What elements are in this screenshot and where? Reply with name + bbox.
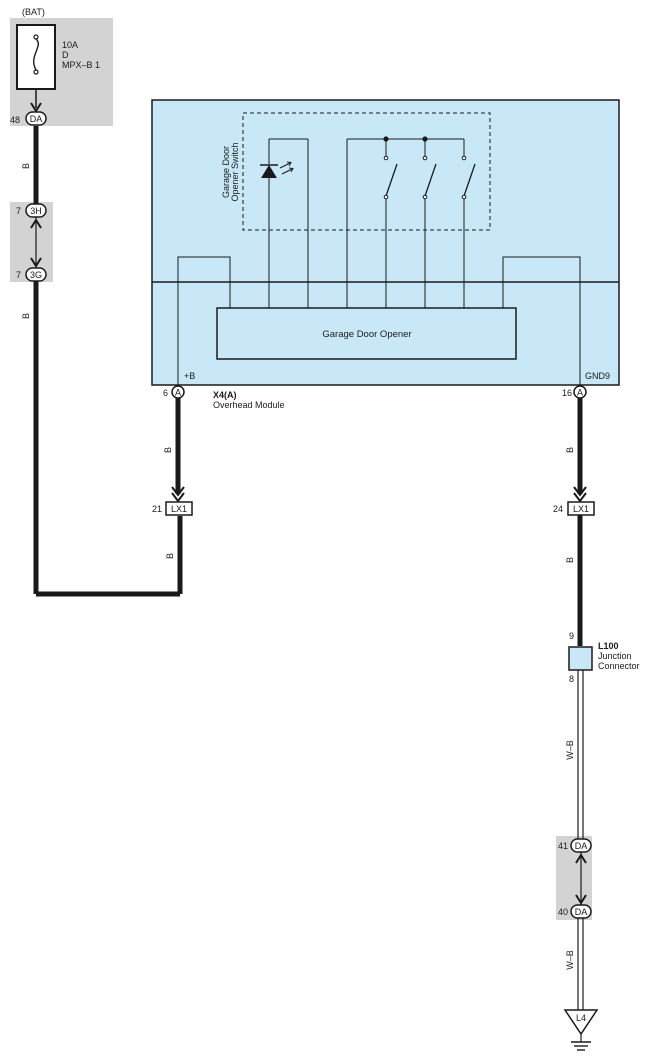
wire-wb-upper xyxy=(577,670,584,839)
battery-label: (BAT) xyxy=(22,7,45,17)
ground-id: L4 xyxy=(576,1013,586,1023)
switch-label-line2: Opener Switch xyxy=(230,142,240,201)
wire-color-wb-2: W–B xyxy=(565,950,575,970)
junction-name-line2: Connector xyxy=(598,661,640,671)
arrow-down-icon xyxy=(575,894,587,905)
ground-triangle xyxy=(563,1009,599,1036)
fuse-icon xyxy=(33,34,39,75)
connector-3g xyxy=(25,267,47,282)
switch-2-icon xyxy=(422,139,437,308)
arrow-down-icon xyxy=(573,492,587,503)
module-name: Overhead Module xyxy=(213,400,285,410)
arrow-down-icon xyxy=(30,257,42,268)
connector-code: DA xyxy=(575,907,588,917)
junction-name-line1: Junction xyxy=(598,651,632,661)
arrow-down-icon xyxy=(171,486,185,497)
internal-plus-b-line xyxy=(177,256,231,385)
connector-lx1-21 xyxy=(165,501,193,516)
pin-number: 24 xyxy=(553,504,563,514)
connector-code: DA xyxy=(575,841,588,851)
signal-plus-b: +B xyxy=(184,371,195,381)
wire-color-center-1: B xyxy=(163,447,173,453)
switch-label-line1: Garage Door xyxy=(221,146,231,198)
arrow-up-icon xyxy=(575,853,587,864)
junction-pin-out: 8 xyxy=(569,674,574,684)
pin-number: 7 xyxy=(16,206,21,216)
arrow-down-icon xyxy=(573,486,587,497)
wire-color-left-3: B xyxy=(165,553,175,559)
junction-id: L100 xyxy=(598,641,619,651)
fuse-code: D xyxy=(62,50,69,60)
junction-connector-l100 xyxy=(568,646,593,671)
wire-color-wb-1: W–B xyxy=(565,740,575,760)
wire-color-right-2: B xyxy=(565,557,575,563)
module-connector-id: X4(A) xyxy=(213,390,237,400)
connector-da-40 xyxy=(570,904,592,919)
internal-gnd-line xyxy=(502,256,581,385)
arrow-up-icon xyxy=(30,218,42,229)
connector-code: LX1 xyxy=(171,504,187,514)
signal-gnd9: GND9 xyxy=(585,371,610,381)
pin-number: 48 xyxy=(10,115,20,125)
wire-wb-lower xyxy=(577,918,584,1010)
switch-1-icon xyxy=(383,139,398,308)
pin-number: 16 xyxy=(562,388,572,398)
connector-code: DA xyxy=(30,114,43,124)
connector-da-48 xyxy=(25,111,47,126)
arrow-down-icon xyxy=(30,102,42,113)
pin-number: 6 xyxy=(163,388,168,398)
fuse-rating: 10A xyxy=(62,40,78,50)
garage-door-opener-box xyxy=(216,307,517,360)
connector-code: LX1 xyxy=(573,504,589,514)
pin-number: 41 xyxy=(558,841,568,851)
arrow-down-icon xyxy=(171,492,185,503)
connector-code: A xyxy=(175,388,181,398)
wire-color-right-1: B xyxy=(565,447,575,453)
switch-3-icon xyxy=(461,139,476,308)
connector-code: A xyxy=(577,388,583,398)
fuse-name: MPX–B 1 xyxy=(62,60,100,70)
pin-number: 40 xyxy=(558,907,568,917)
connector-code: 3G xyxy=(30,270,42,280)
pin-number: 7 xyxy=(16,270,21,280)
connector-code: 3H xyxy=(30,206,42,216)
junction-pin-in: 9 xyxy=(569,631,574,641)
wire-color-left-2: B xyxy=(21,313,31,319)
garage-door-opener-label: Garage Door Opener xyxy=(322,329,411,340)
pin-number: 21 xyxy=(152,504,162,514)
ground-icon xyxy=(571,1034,591,1051)
led-icon xyxy=(260,161,294,178)
wire-color-left-1: B xyxy=(21,163,31,169)
